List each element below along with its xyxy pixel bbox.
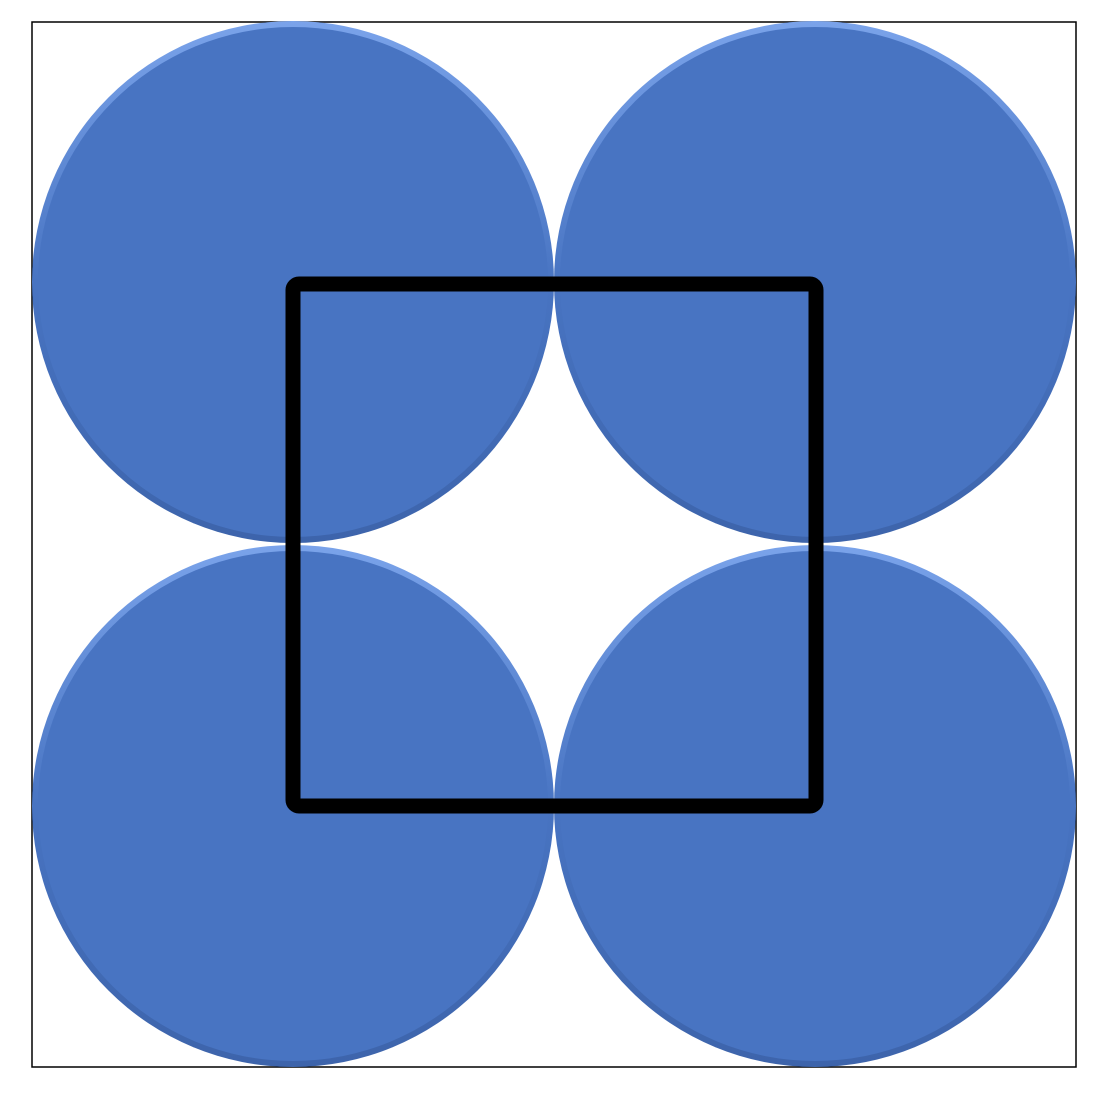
outer-frame (31, 21, 1077, 1068)
inner-square (285, 276, 824, 814)
circles-group (32, 21, 1076, 1067)
